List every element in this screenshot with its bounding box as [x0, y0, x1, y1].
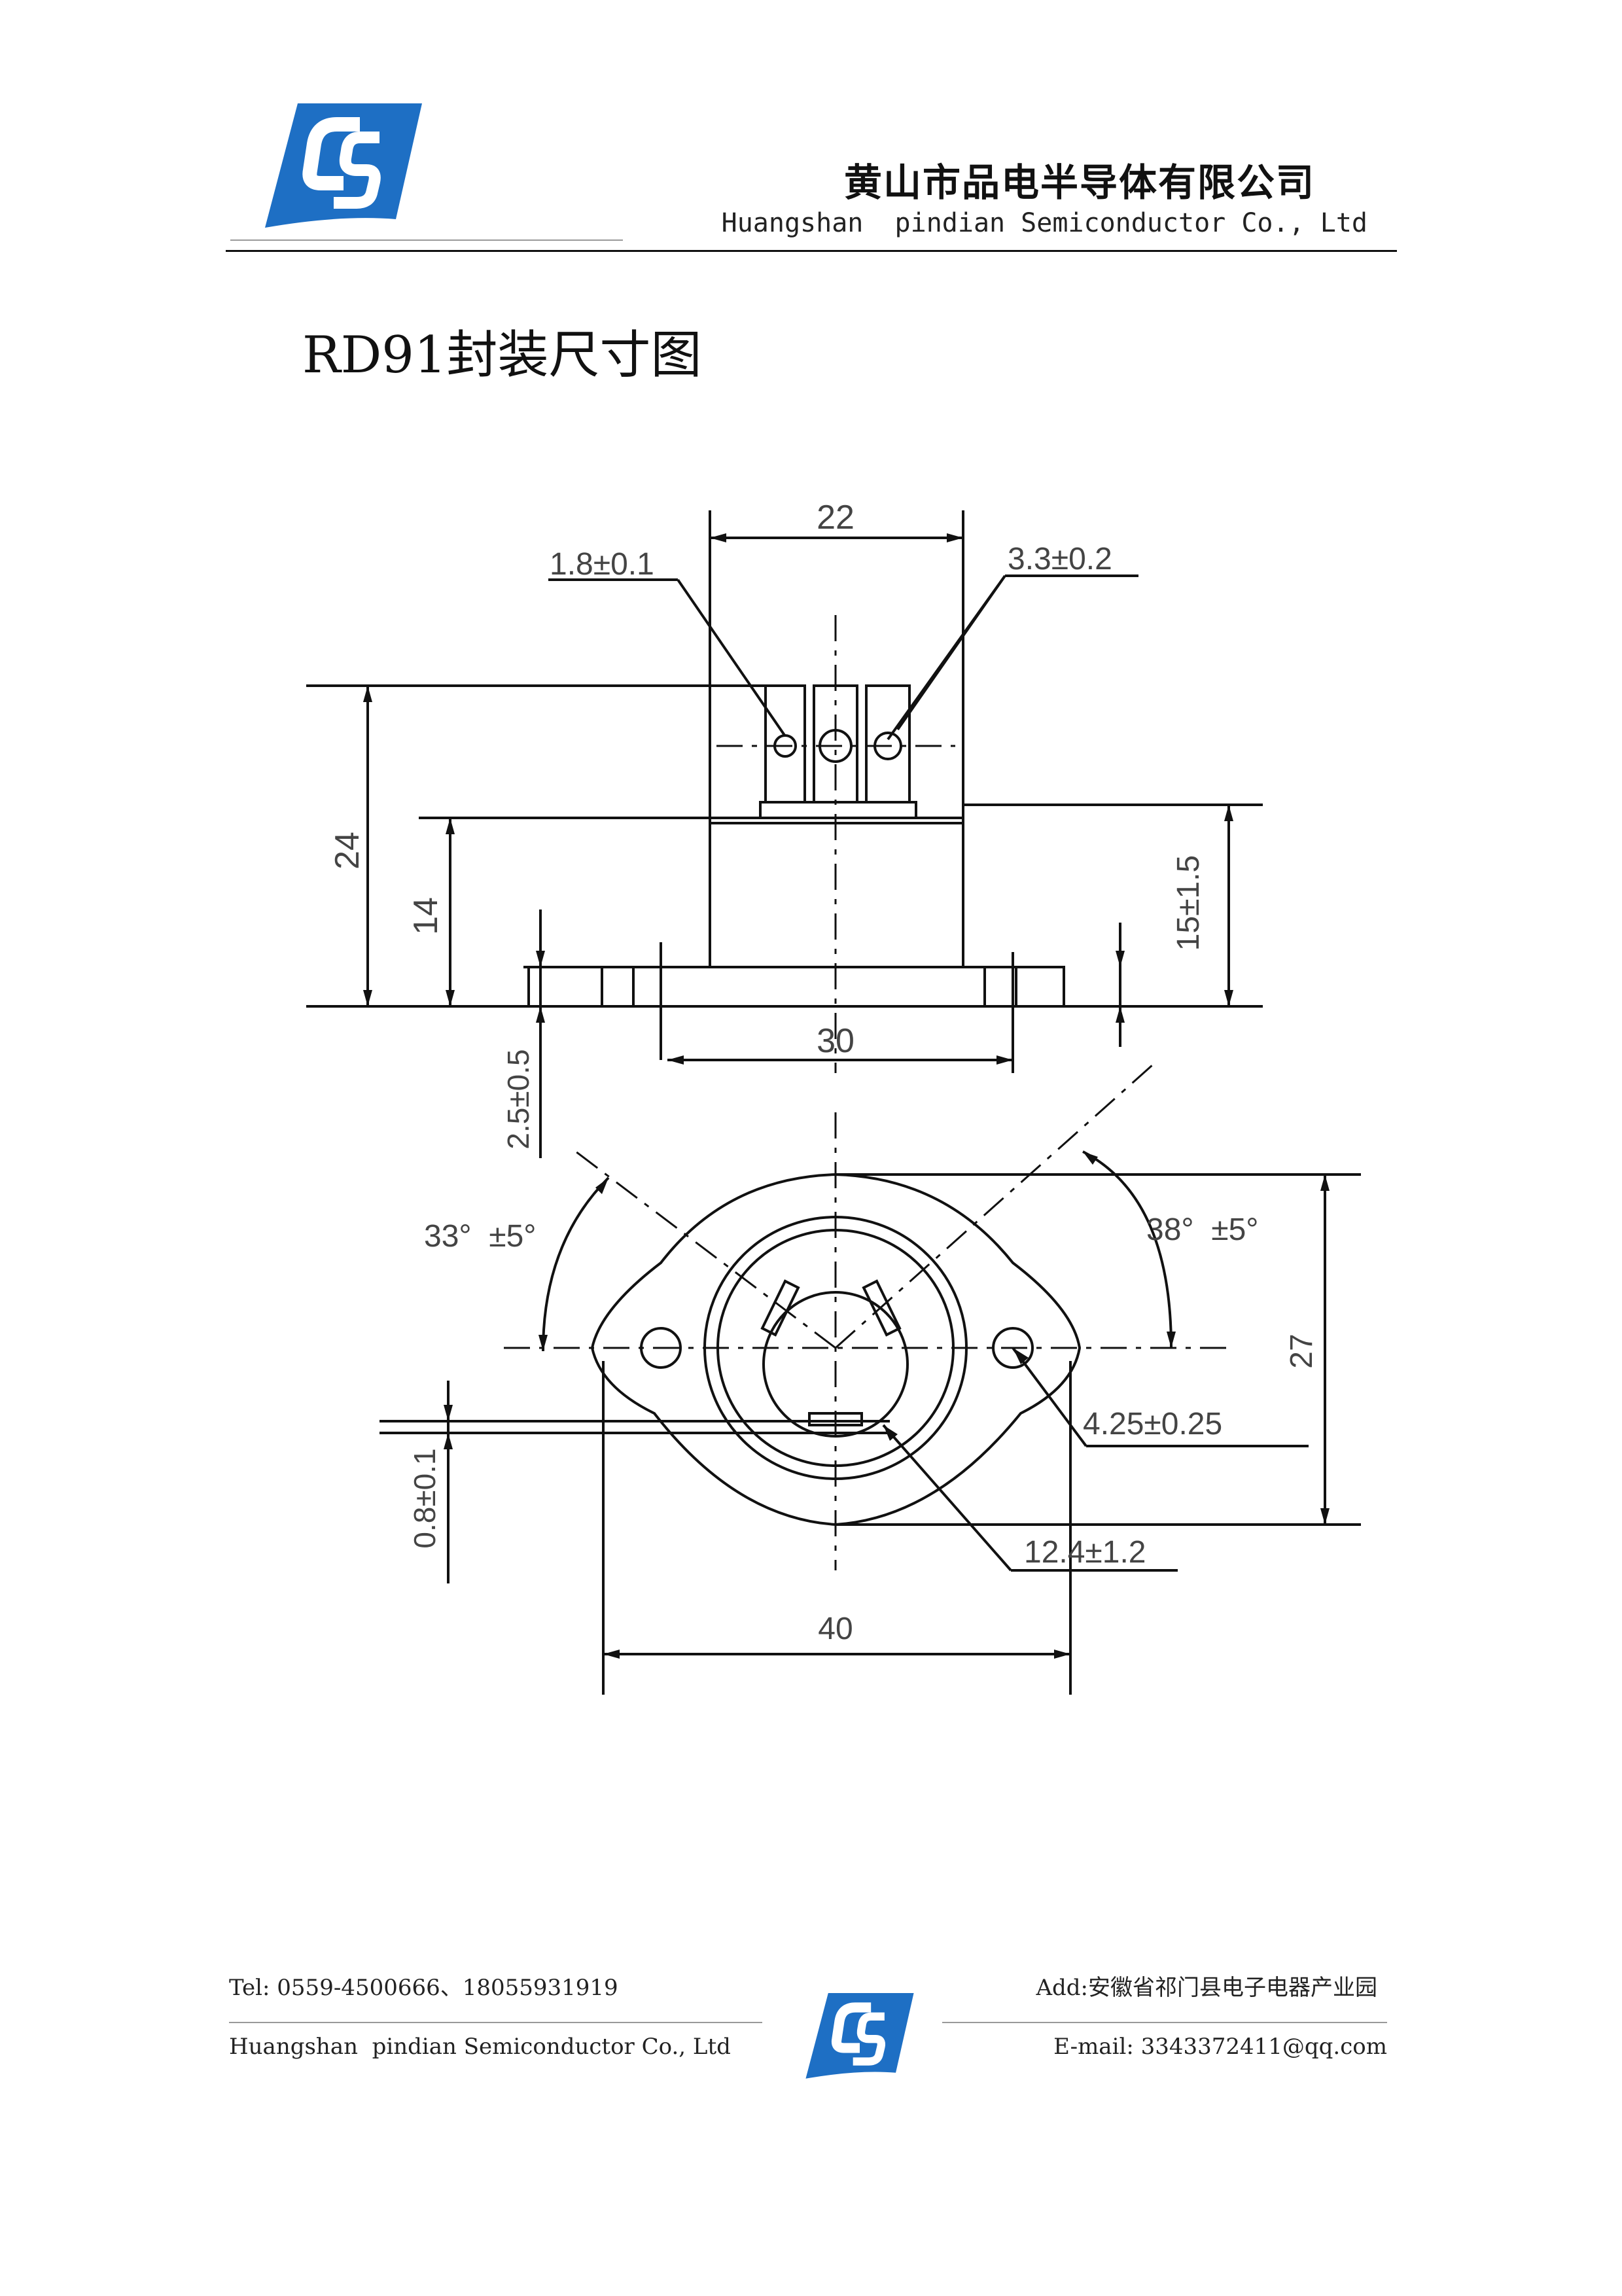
footer-tel: Tel: 0559-4500666、18055931919 [229, 1975, 618, 2001]
dim-hole-spacing: 30 [817, 1022, 855, 1060]
dim-total-length: 40 [818, 1612, 853, 1646]
footer-company: Huangshan pindian Semiconductor Co., Ltd [229, 2034, 731, 2060]
dim-angle-left: 33° ±5° [424, 1219, 537, 1254]
dim-total-height: 24 [328, 832, 366, 870]
dim-right-height: 15±1.5 [1171, 855, 1206, 951]
dim-hole-dia: 4.25±0.25 [1083, 1407, 1222, 1441]
footer-rule-right [942, 2022, 1387, 2023]
header-rule-left [230, 239, 623, 241]
dim-pin-offset: 0.8±0.1 [408, 1448, 442, 1548]
company-logo-icon [262, 98, 425, 232]
footer-email: E-mail: 3343372411@qq.com [1053, 2034, 1387, 2060]
dim-body-dia: 12.4±1.2 [1024, 1535, 1146, 1570]
dim-angle-right: 38° ±5° [1146, 1212, 1259, 1247]
header-rule [226, 250, 1397, 252]
footer-address: Add:安徽省祁门县电子电器产业园 [1036, 1975, 1377, 2001]
dim-pin-width: 1.8±0.1 [550, 547, 654, 582]
dim-flange-width: 27 [1284, 1333, 1319, 1368]
dim-body-height: 14 [407, 897, 445, 935]
company-name-cn: 黄山市品电半导体有限公司 [843, 160, 1315, 205]
dim-flange-thickness: 2.5±0.5 [501, 1049, 535, 1149]
footer-rule-left [229, 2022, 762, 2023]
dim-pin-hole: 3.3±0.2 [1008, 542, 1112, 576]
footer-logo-icon [803, 1989, 916, 2082]
dim-top-width: 22 [817, 499, 855, 537]
company-name-en: Huangshan pindian Semiconductor Co., Ltd [721, 208, 1367, 238]
page-title: RD91封装尺寸图 [302, 326, 702, 385]
